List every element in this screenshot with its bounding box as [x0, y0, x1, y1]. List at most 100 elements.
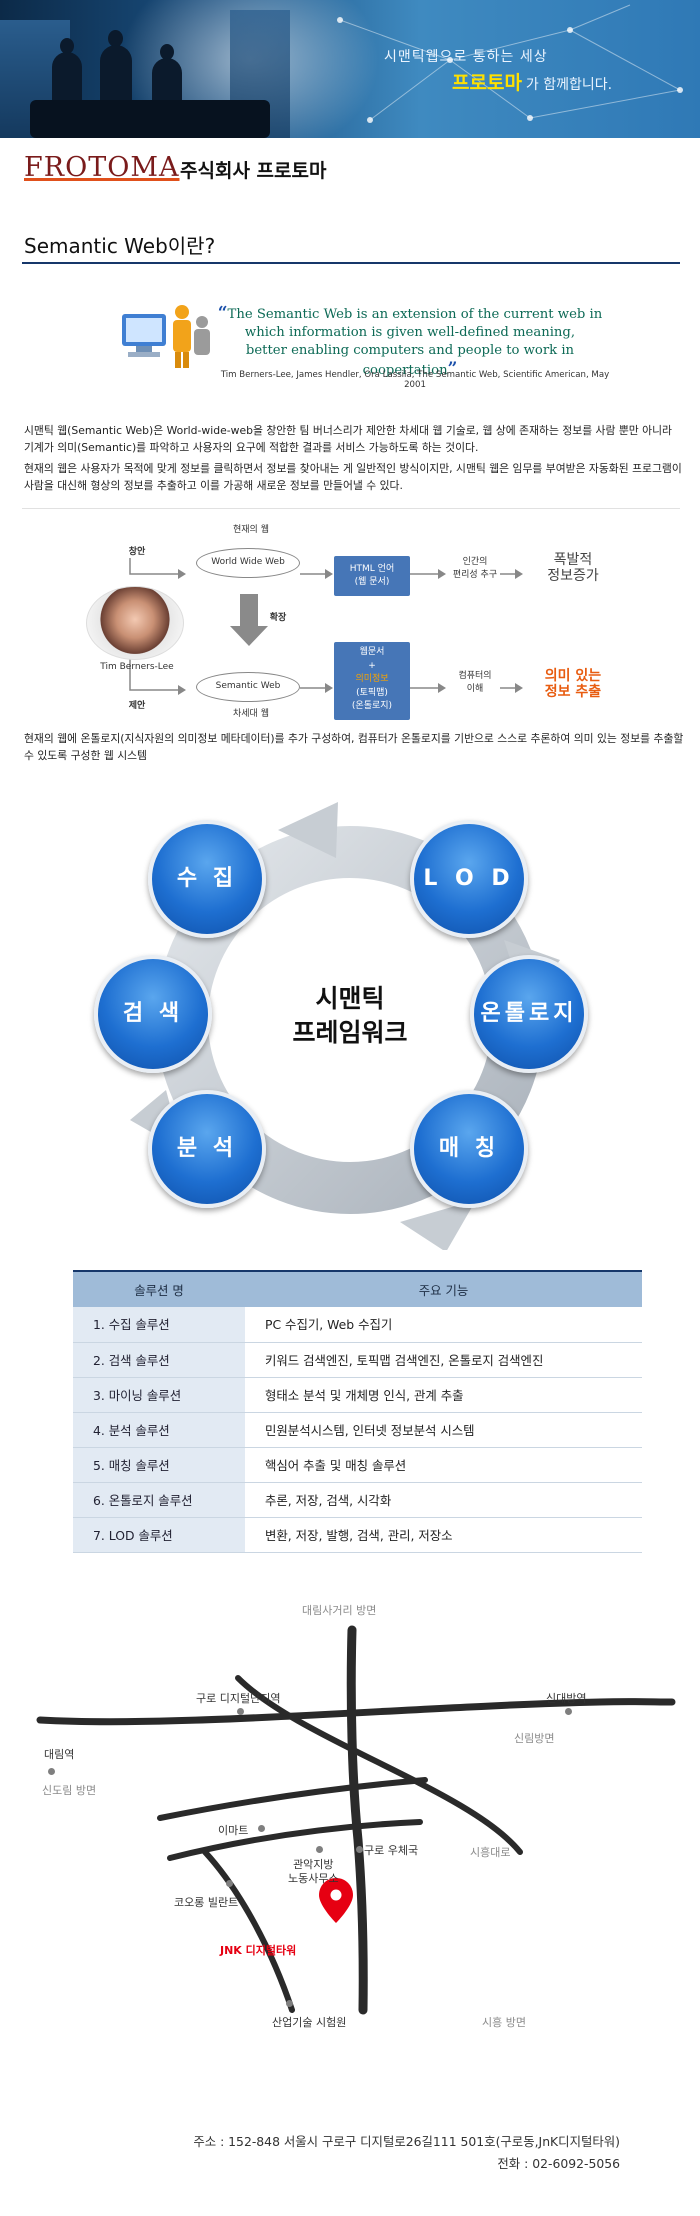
- solution-name: 1. 수집 솔루션: [73, 1307, 245, 1343]
- human-label-line: 인간의: [462, 557, 488, 567]
- solutions-table: 솔루션 명 주요 기능 1. 수집 솔루션 PC 수집기, Web 수집기 2.…: [73, 1270, 642, 1553]
- banner-person-head: [108, 30, 123, 47]
- semantic-web-diagram: 현재의 웹 World Wide Web 창안 확장 Tim Berners-L…: [0, 512, 700, 722]
- diagram-arrows: [129, 558, 523, 695]
- map-label-kolon: 코오롱 빌란트: [174, 1896, 239, 1909]
- banner-person-head: [60, 38, 74, 54]
- page-title: Semantic Web이란?: [24, 234, 216, 258]
- banner-slogan-rest: 가 함께합니다.: [525, 77, 613, 93]
- table-row: 7. LOD 솔루션 변환, 저장, 발행, 검색, 관리, 저장소: [73, 1517, 642, 1553]
- map-label-sillim: 신림방면: [514, 1732, 555, 1745]
- map-label-emart: 이마트: [218, 1824, 249, 1837]
- propose-label: 제안: [128, 701, 146, 711]
- html-box-line: HTML 언어: [349, 564, 395, 574]
- solution-features: PC 수집기, Web 수집기: [245, 1307, 642, 1343]
- semantic-box-line: (온톨로지): [351, 701, 393, 711]
- semantic-web-definition: 현재의 웹에 온톨로지(지식자원의 의미정보 메타데이터)를 추가 구성하여, …: [24, 732, 684, 762]
- expand-label: 확장: [269, 613, 287, 623]
- computer-label-line: 이해: [466, 684, 484, 694]
- intro-paragraph: 시맨틱 웹(Semantic Web)은 World-wide-web을 창안한…: [24, 424, 672, 454]
- solution-features: 키워드 검색엔진, 토픽맵 검색엔진, 온톨로지 검색엔진: [245, 1342, 642, 1378]
- current-web-label: 현재의 웹: [233, 525, 269, 535]
- html-box: HTML 언어 (웹 문서): [334, 556, 410, 596]
- map-label-sindorim: 신도림 방면: [42, 1784, 97, 1797]
- map-dot: [286, 2000, 293, 2007]
- framework-node-collect[interactable]: 수 집: [148, 820, 266, 938]
- company-address: 주소 : 152-848 서울시 구로구 디지털로26길111 501호(구로동…: [193, 2134, 620, 2149]
- map-label-siheung-road: 시흥대로: [470, 1846, 511, 1859]
- solution-features: 변환, 저장, 발행, 검색, 관리, 저장소: [245, 1517, 642, 1553]
- banner-slogan: 시맨틱웹으로 통하는 세상: [384, 49, 548, 65]
- framework-title-line: 프레임워크: [292, 1018, 408, 1047]
- map-label-guro-post: 구로 우체국: [364, 1844, 419, 1857]
- network-lines-graphic: [337, 4, 683, 123]
- map-label-kitech: 산업기술 시험원: [272, 2016, 347, 2029]
- human-label-line: 편리성 추구: [452, 570, 498, 580]
- result-line: 정보증가: [547, 568, 599, 584]
- framework-node-search[interactable]: 검 색: [94, 955, 212, 1073]
- html-box-line: (웹 문서): [354, 577, 390, 587]
- map-label-jnk-tower[interactable]: JNK 디지털타워: [220, 1944, 297, 1957]
- location-map: 대림사거리 방면 구로 디지털단지역 신대방역 신림방면 대림역 신도림 방면 …: [0, 1590, 700, 2110]
- solution-features: 형태소 분석 및 개체명 인식, 관계 추출: [245, 1377, 642, 1413]
- company-name: 주식회사 프로토마: [180, 160, 327, 182]
- computer-label-line: 컴퓨터의: [458, 671, 492, 681]
- open-quote-mark: “: [217, 303, 228, 323]
- semantic-box-line: (토픽맵): [356, 687, 388, 698]
- solution-features: 민원분석시스템, 인터넷 정보분석 시스템: [245, 1412, 642, 1448]
- next-web-label: 차세대 웹: [233, 709, 269, 719]
- banner-brand: 프로토마: [452, 72, 522, 94]
- semantic-web-quote: “The Semantic Web is an extension of the…: [205, 304, 615, 380]
- banner-desk: [30, 100, 270, 138]
- quote-line: better enabling computers and people to …: [245, 343, 575, 378]
- semantic-web-node: Semantic Web: [196, 672, 300, 702]
- computer-understanding-label: 컴퓨터의 이해: [448, 670, 502, 696]
- title-divider: [22, 262, 680, 264]
- computer-people-icon: [122, 305, 210, 368]
- quote-line: The Semantic Web is an extension of the …: [227, 307, 603, 322]
- table-row: 3. 마이닝 솔루션 형태소 분석 및 개체명 인식, 관계 추출: [73, 1377, 642, 1413]
- framework-title-line: 시맨틱: [315, 984, 385, 1013]
- human-convenience-label: 인간의 편리성 추구: [448, 556, 502, 582]
- solution-name: 2. 검색 솔루션: [73, 1342, 245, 1378]
- framework-node-ontology[interactable]: 온톨로지: [470, 955, 588, 1073]
- solution-features: 핵심어 추출 및 매칭 솔루션: [245, 1447, 642, 1483]
- banner-person-head: [160, 44, 174, 60]
- map-dot: [316, 1846, 323, 1853]
- map-label-daerim-station: 대림역: [44, 1748, 75, 1761]
- map-label-sindaebang: 신대방역: [546, 1692, 587, 1705]
- www-node: World Wide Web: [196, 548, 300, 578]
- map-dot: [258, 1825, 265, 1832]
- quote-citation: Tim Berners-Lee, James Hendler, Ora Lass…: [220, 370, 610, 390]
- solution-features: 추론, 저장, 검색, 시각화: [245, 1482, 642, 1518]
- framework-node-analysis[interactable]: 분 석: [148, 1090, 266, 1208]
- company-logo[interactable]: FROTOMA: [24, 152, 180, 183]
- table-row: 1. 수집 솔루션 PC 수집기, Web 수집기: [73, 1307, 642, 1343]
- solution-name: 6. 온톨로지 솔루션: [73, 1482, 245, 1518]
- table-row: 2. 검색 솔루션 키워드 검색엔진, 토픽맵 검색엔진, 온톨로지 검색엔진: [73, 1342, 642, 1378]
- close-quote-mark: ”: [447, 359, 458, 379]
- map-label-line: 관악지방: [293, 1858, 334, 1871]
- map-dot: [356, 1846, 363, 1853]
- semantic-box-line: +: [368, 660, 376, 671]
- explosive-growth-result: 폭발적 정보증가: [528, 552, 618, 584]
- invent-label: 창안: [128, 547, 146, 557]
- framework-title: 시맨틱 프레임워크: [265, 982, 435, 1050]
- map-dot: [48, 1768, 55, 1775]
- result-line: 폭발적: [553, 552, 593, 568]
- map-label-labor-office: 관악지방 노동사무소: [288, 1858, 339, 1886]
- table-header-features: 주요 기능: [245, 1270, 642, 1307]
- framework-node-matching[interactable]: 매 칭: [410, 1090, 528, 1208]
- table-header-solution: 솔루션 명: [73, 1270, 245, 1307]
- framework-node-lod[interactable]: L O D: [410, 820, 528, 938]
- solution-name: 5. 매칭 솔루션: [73, 1447, 245, 1483]
- solution-name: 3. 마이닝 솔루션: [73, 1377, 245, 1413]
- result-line: 의미 있는: [544, 668, 602, 684]
- semantic-box-line: 웹문서: [359, 647, 385, 657]
- map-dot: [565, 1708, 572, 1715]
- map-dot: [237, 1708, 244, 1715]
- result-line: 정보 추출: [544, 684, 602, 700]
- quote-line: which information is given well-defined …: [244, 325, 576, 340]
